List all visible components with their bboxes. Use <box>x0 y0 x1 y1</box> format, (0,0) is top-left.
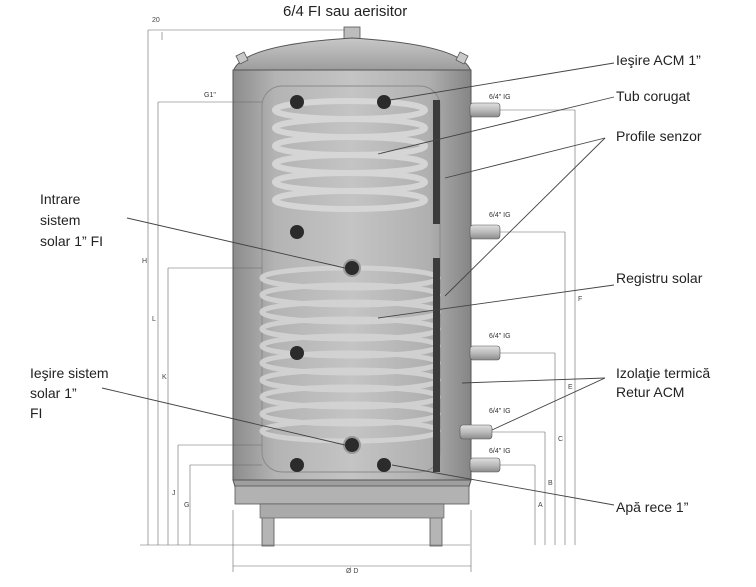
top-title: 6/4 FI sau aerisitor <box>283 3 408 20</box>
leg-right <box>429 515 443 547</box>
base-ring <box>259 503 445 519</box>
label-profile-senzor: Profile senzor <box>616 128 702 144</box>
port-label-1: 6/4" IG <box>489 94 511 101</box>
tank-bottom-ring <box>234 485 470 505</box>
tank-top-cap <box>232 37 472 73</box>
sensor-profile-upper <box>433 100 440 224</box>
leader-lines <box>101 62 615 506</box>
corrugated-coil <box>272 98 428 212</box>
dim-b: B <box>548 480 553 487</box>
leg-left <box>261 515 275 547</box>
label-retur-acm: Retur ACM <box>616 384 685 400</box>
dim-h: H <box>142 258 148 265</box>
dim-j: J <box>172 490 176 497</box>
label-apa-rece: Apă rece 1” <box>616 499 689 515</box>
label-iesire-solar-2: solar 1” <box>30 385 77 401</box>
label-iesire-solar-3: FI <box>30 405 43 421</box>
dim-l: L <box>152 316 156 323</box>
dim-e: E <box>568 384 573 391</box>
dimension-lines <box>140 29 576 572</box>
inner-nozzles <box>290 95 391 472</box>
label-intrare-solar-3: solar 1” FI <box>40 233 104 249</box>
dim-a: A <box>538 502 543 509</box>
solar-inlet-nozzle <box>343 259 361 277</box>
dim-g: G <box>184 502 190 509</box>
label-intrare-solar-2: sistem <box>40 212 81 228</box>
dim-k: K <box>162 374 167 381</box>
port-label-2: 6/4" IG <box>489 212 511 219</box>
label-izolatie: Izolaţie termică <box>616 365 711 381</box>
label-registru-solar: Registru solar <box>616 270 703 286</box>
label-intrare-solar-1: Intrare <box>40 191 81 207</box>
port-label-3: 6/4" IG <box>489 333 511 340</box>
label-iesire-acm: Ieşire ACM 1” <box>616 52 701 68</box>
port-label-4: 6/4" IG <box>489 408 511 415</box>
solar-outlet-nozzle <box>343 436 361 454</box>
label-iesire-solar-1: Ieşire sistem <box>30 365 109 381</box>
sensor-profile-lower <box>433 258 440 472</box>
top-vent <box>343 26 361 40</box>
label-tub-corugat: Tub corugat <box>616 88 691 104</box>
port-label-g1: G1" <box>204 92 216 99</box>
dim-f: F <box>578 296 583 303</box>
dim-top: 20 <box>152 17 160 24</box>
dim-diameter: Ø D <box>346 568 359 575</box>
lifting-lug-left <box>235 51 249 65</box>
dim-c: C <box>558 436 564 443</box>
lifting-lug-right <box>455 51 469 65</box>
port-label-5: 6/4" IG <box>489 448 511 455</box>
right-ports <box>459 102 501 473</box>
